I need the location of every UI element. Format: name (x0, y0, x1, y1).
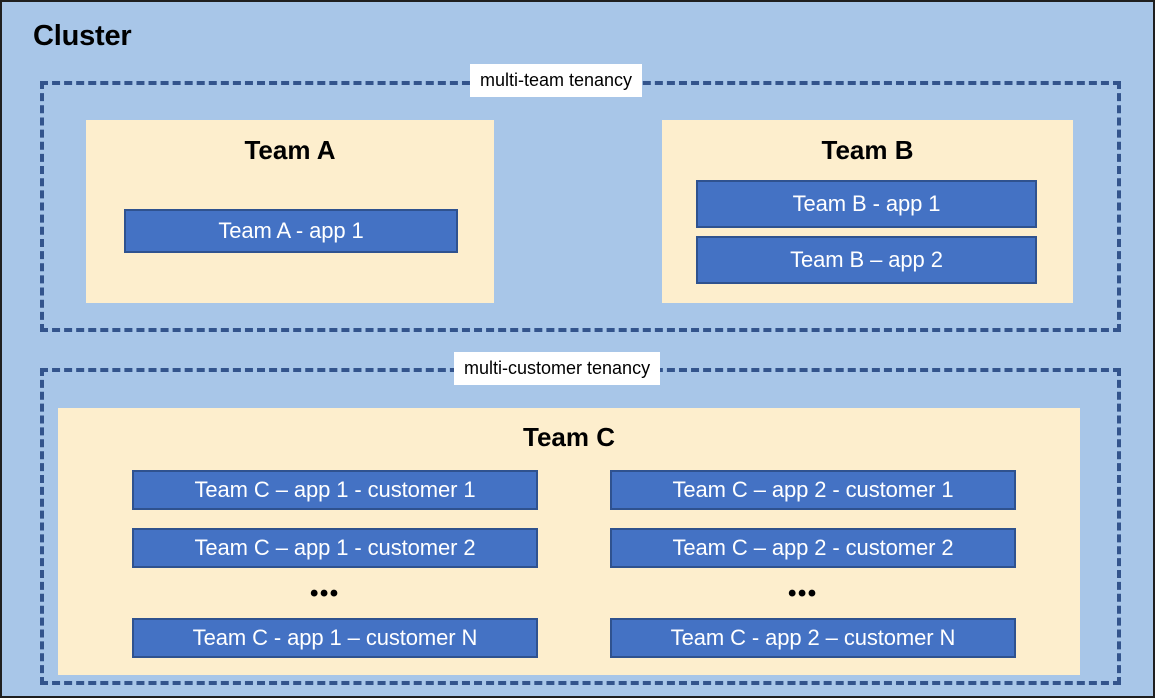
team-title-team-a: Team A (244, 135, 336, 165)
cluster-title: Cluster (33, 20, 132, 52)
app-box-team-c-app-2-customer-n[interactable]: Team C - app 2 – customer N (610, 618, 1016, 658)
team-title-team-c: Team C (523, 422, 615, 452)
app-box-team-c-app-1-customer-2[interactable]: Team C – app 1 - customer 2 (132, 528, 538, 568)
team-box-team-b: Team B Team B - app 1 Team B – app 2 (662, 120, 1073, 303)
app-box-team-a-app-1[interactable]: Team A - app 1 (124, 209, 458, 253)
ellipsis-team-c-app-1: ••• (310, 580, 340, 607)
team-box-team-a: Team A Team A - app 1 (86, 120, 494, 303)
app-box-team-c-app-1-customer-n[interactable]: Team C - app 1 – customer N (132, 618, 538, 658)
app-box-team-c-app-1-customer-1[interactable]: Team C – app 1 - customer 1 (132, 470, 538, 510)
team-box-team-c: Team C Team C – app 1 - customer 1 Team … (58, 408, 1080, 675)
team-title-team-b: Team B (821, 135, 914, 165)
ellipsis-team-c-app-2: ••• (788, 580, 818, 607)
app-box-team-b-app-2[interactable]: Team B – app 2 (696, 236, 1037, 284)
app-box-team-c-app-2-customer-2[interactable]: Team C – app 2 - customer 2 (610, 528, 1016, 568)
tenancy-label-multi-customer: multi-customer tenancy (454, 352, 661, 385)
app-box-team-b-app-1[interactable]: Team B - app 1 (696, 180, 1037, 228)
tenancy-label-multi-team: multi-team tenancy (470, 64, 643, 97)
app-box-team-c-app-2-customer-1[interactable]: Team C – app 2 - customer 1 (610, 470, 1016, 510)
